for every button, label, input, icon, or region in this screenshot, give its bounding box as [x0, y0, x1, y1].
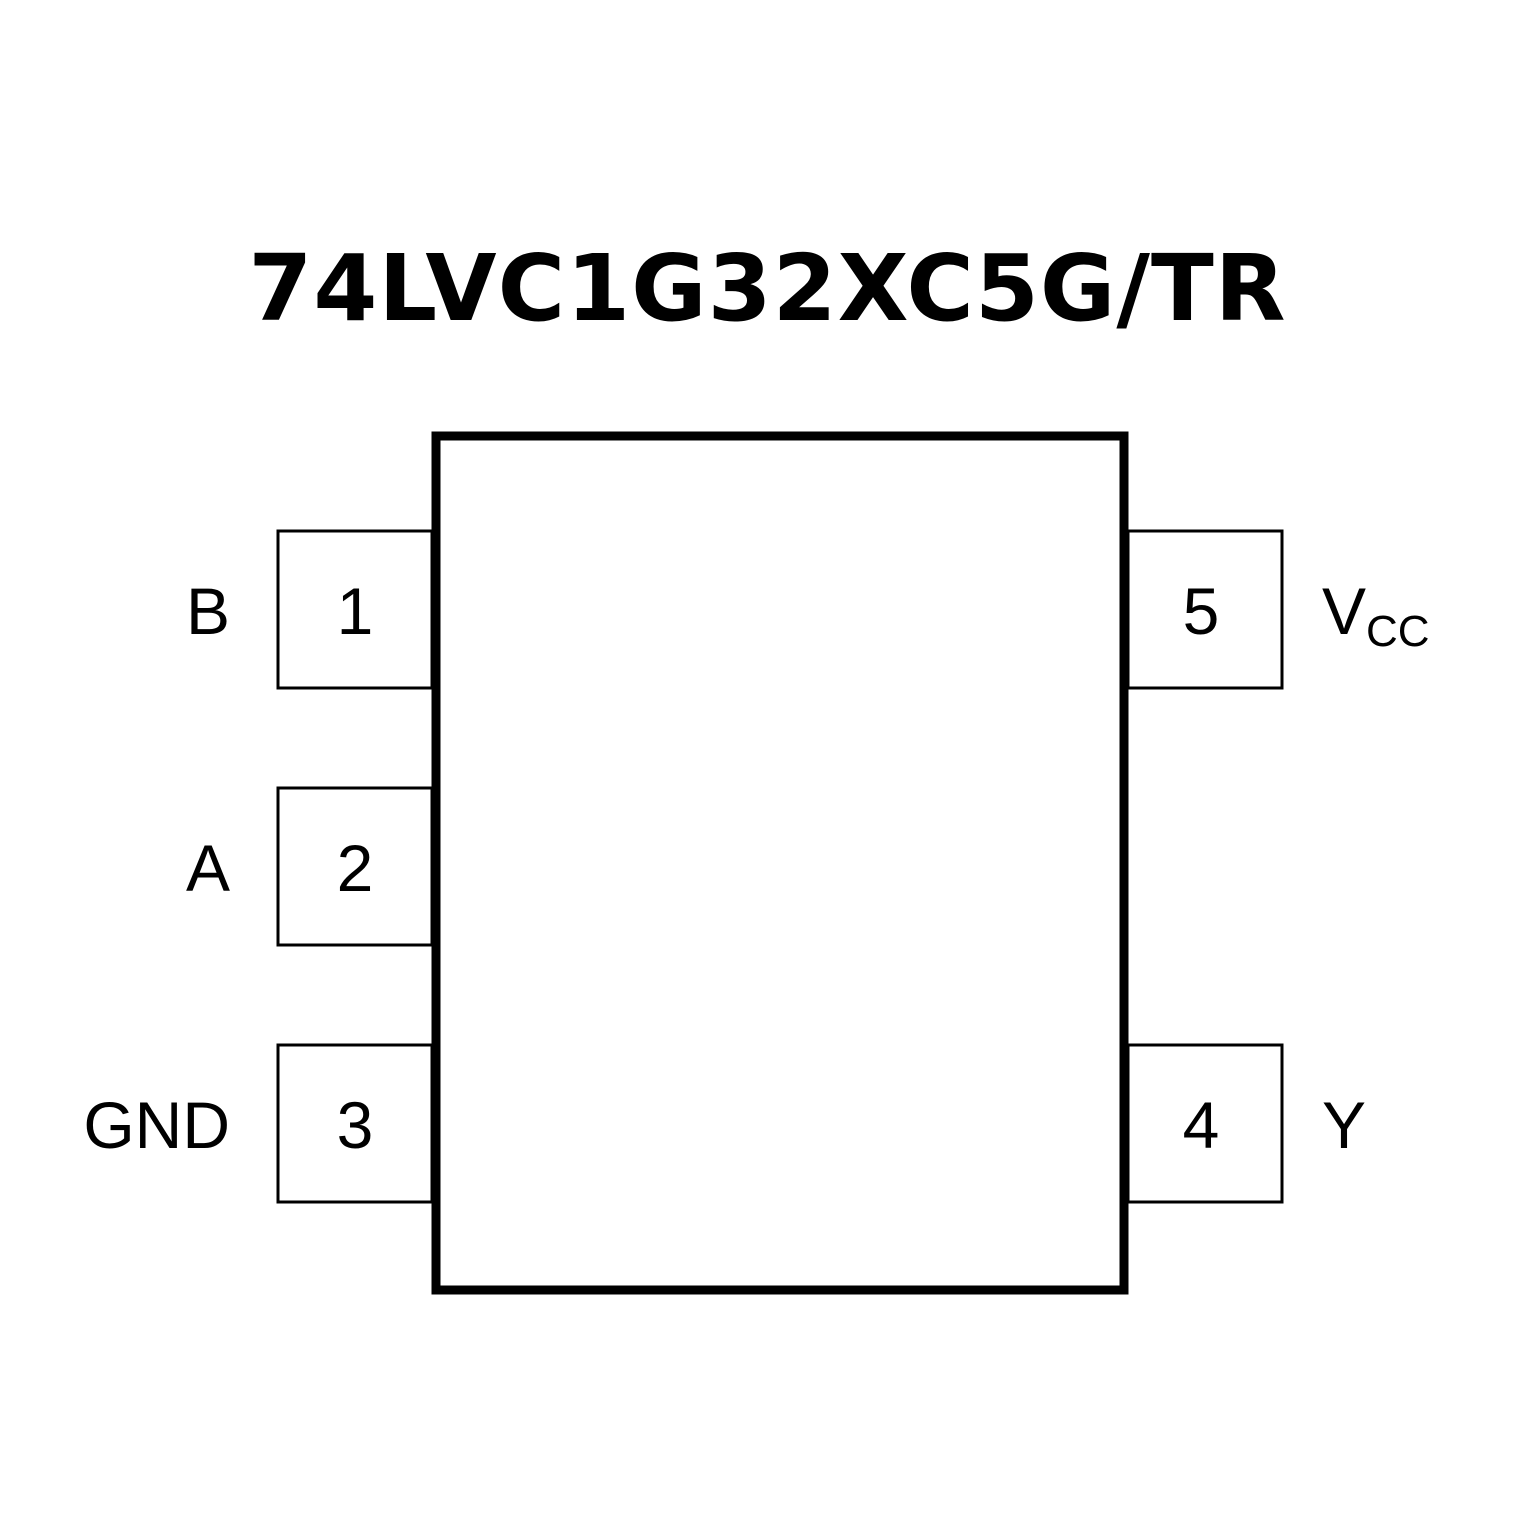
pin-3-label: GND [83, 1088, 230, 1162]
pin-5-label-main: V [1322, 574, 1367, 648]
pin-1-label: B [185, 574, 230, 648]
pin-2-pad [276, 786, 434, 947]
pin-5-number: 5 [1182, 574, 1220, 648]
part-number-title: 74LVC1G32XC5G/TR [248, 235, 1287, 342]
pin-2-number: 2 [336, 831, 374, 905]
pin-5-label: VCC [1322, 578, 1430, 654]
ic-body [431, 431, 1129, 1295]
pin-5-pad [1126, 529, 1284, 690]
pin-2-label: A [185, 831, 230, 905]
pin-3-number: 3 [336, 1088, 374, 1162]
pin-1-pad [276, 529, 434, 690]
pin-3-pad [276, 1043, 434, 1204]
pin-1-number: 1 [336, 574, 374, 648]
pin-4-number: 4 [1182, 1088, 1220, 1162]
pin-4-label: Y [1322, 1088, 1367, 1162]
pin-4-pad [1126, 1043, 1284, 1204]
pin-5-label-subscript: CC [1366, 607, 1430, 656]
